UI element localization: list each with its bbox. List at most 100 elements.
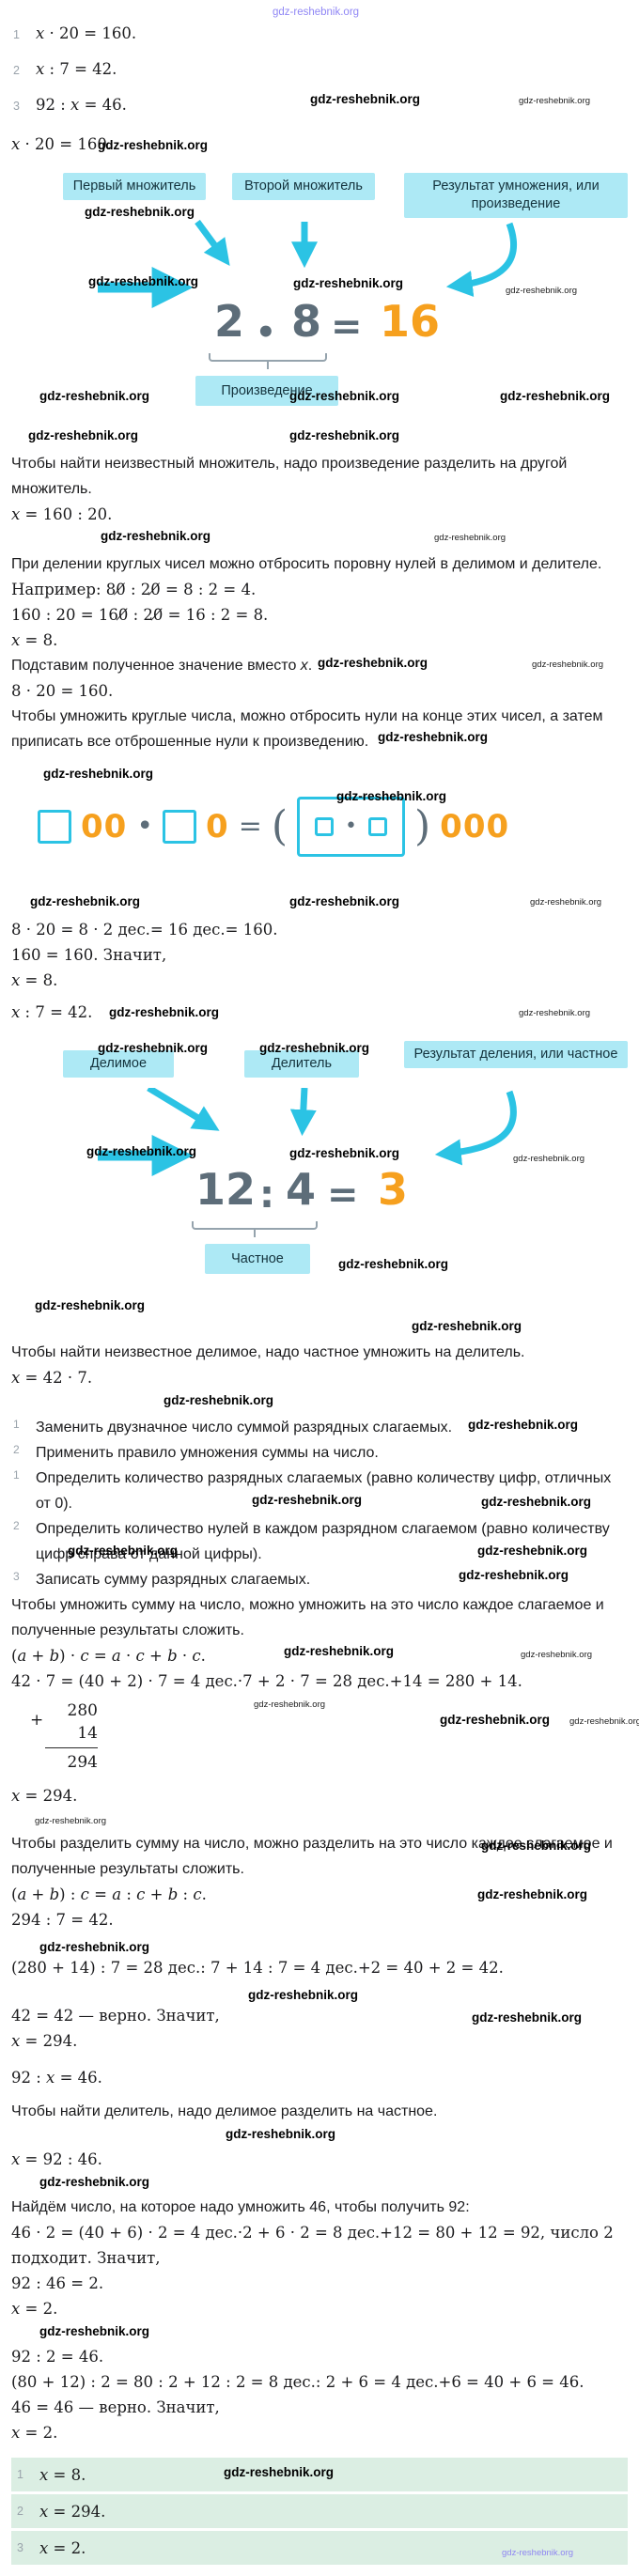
watermark: gdz-reshebnik.org [378,730,489,744]
problem3-solution: Чтобы найти делитель, надо делимое разде… [11,2099,628,2448]
answer-text: x = 8. [39,2465,86,2484]
watermark: gdz-reshebnik.org [273,7,360,18]
watermark: gdz-reshebnik.org [28,428,139,442]
placeholder-box-small [315,817,335,836]
expansion-42-7: 42 · 7 = (40 + 2) · 7 = 4 дес.·7 + 2 · 7… [11,1672,522,1690]
watermark: gdz-reshebnik.org [519,96,591,106]
watermark: gdz-reshebnik.org [530,897,602,908]
problem2-equation: x : 7 = 42. [11,1003,93,1021]
step-item: 2 Определить количество нулей в каждом р… [11,1516,628,1567]
watermark: gdz-reshebnik.org [310,92,421,106]
equals-sign: = [327,1173,359,1217]
rule-find-factor: Чтобы найти неизвестный множитель, надо … [11,456,568,497]
placeholder-box-large [38,810,71,844]
watermark: gdz-reshebnik.org [569,1716,639,1727]
watermark: gdz-reshebnik.org [289,894,400,908]
watermark: gdz-reshebnik.org [532,660,604,670]
check-expansion-280-14: (280 + 14) : 7 = 28 дес.: 7 + 14 : 7 = 4… [11,1959,504,1977]
watermark: gdz-reshebnik.org [519,1008,591,1018]
step-item: 1 Определить количество разрядных слагае… [11,1466,628,1516]
watermark: gdz-reshebnik.org [434,533,507,543]
problem1-equation: x · 20 = 160. [11,135,113,153]
arrow-down-to-first-factor [195,220,230,267]
zeros-first: 00 [81,808,128,846]
arrows-graphic [98,220,517,308]
step-number: 3 [13,1570,20,1583]
rule-round-multiplication: Чтобы умножить круглые числа, можно отбр… [11,708,603,750]
product-value: 16 [380,296,441,347]
watermark: gdz-reshebnik.org [477,1887,588,1901]
label-second-factor: Второй множитель [232,173,375,200]
watermark: gdz-reshebnik.org [289,1146,400,1160]
equation-x-8: x = 8. [11,631,58,649]
factor-a: 2 [214,296,245,347]
spacer [11,1390,628,1415]
problem2-solution: Чтобы найти неизвестное делимое, надо ча… [11,1295,639,2061]
scheme-row: 00 • 0 = ( • ) 000 [11,765,628,857]
zero-second: 0 [206,808,229,846]
arrow-down-to-divisor [289,1088,317,1137]
watermark: gdz-reshebnik.org [98,1041,209,1055]
watermark: gdz-reshebnik.org [289,428,400,442]
watermark: gdz-reshebnik.org [43,767,154,781]
watermark: gdz-reshebnik.org [30,894,141,908]
watermark: gdz-reshebnik.org [481,1495,592,1509]
problem-number: 1 [13,28,20,41]
watermark: gdz-reshebnik.org [284,1644,395,1658]
step-number: 2 [13,1519,20,1532]
addend-1: 280 [67,1701,98,1720]
watermark: gdz-reshebnik.org [39,2324,150,2338]
step-text: Применить правило умножения суммы на чис… [36,1445,379,1461]
label-first-factor: Первый множитель [63,173,206,200]
inner-multiply-dot: • [345,815,357,838]
check-294-7: 294 : 7 = 42. [11,1911,114,1929]
dividend-value: 12 [195,1164,257,1215]
arrow-down-to-dividend [147,1088,220,1131]
watermark: gdz-reshebnik.org [521,1650,593,1660]
equation-x-42-7: x = 42 · 7. [11,1369,93,1387]
watermark: gdz-reshebnik.org [39,1940,150,1954]
watermark: gdz-reshebnik.org [500,389,611,403]
find-number-note: Найдём число, на которое надо умножить 4… [11,2199,470,2215]
step-number: 2 [13,1443,20,1456]
addend-2: 14 [77,1724,98,1743]
answer-number: 1 [17,2468,23,2481]
label-quotient: Частное [205,1244,310,1274]
distributive-formula-divide: (a + b) : c = a : c + b : c. [11,1885,207,1903]
problem3-heading: 92 : x = 46. [11,2065,628,2099]
substitute-note: Подставим полученное значение вместо x. [11,658,313,674]
steps-decompose-plan: 1 Определить количество разрядных слагае… [11,1466,628,1592]
check-equal: 160 = 160. Значит, [11,946,167,964]
problem-equation: x · 20 = 160. [36,24,137,42]
equals-sign: = [331,305,363,349]
rule-round-division: При делении круглых чисел можно отбросит… [11,556,602,572]
label-product: Произведение [195,376,338,406]
answer-number: 2 [17,2505,23,2518]
watermark: gdz-reshebnik.org [318,656,429,670]
arrow-curved-to-result [445,222,517,297]
rule-multiply-sum: Чтобы умножить сумму на число, можно умн… [11,1597,604,1638]
label-dividend: Делимое [63,1050,174,1078]
step-number: 1 [13,1418,20,1431]
equation-x-160-20: x = 160 : 20. [11,505,113,523]
division-slashed-zeros: 160 : 20 = 160̸ : 20̸ = 16 : 2 = 8. [11,606,269,624]
column-addition: + 280 14 294 [30,1699,120,1774]
problem-number: 2 [13,64,20,77]
factor-b: 8 [291,296,322,347]
answer-text: x = 2. [39,2538,86,2557]
problem1-heading: x · 20 = 160. gdz-reshebnik.org [11,132,628,165]
underbrace-stem [254,1230,256,1237]
watermark: gdz-reshebnik.org [459,1568,569,1582]
step-item: 1 Заменить двузначное число суммой разря… [11,1415,628,1440]
watermark: gdz-reshebnik.org [164,1393,274,1407]
equation-x-2: x = 2. [11,2300,58,2318]
watermark: gdz-reshebnik.org [338,1257,449,1271]
watermark: gdz-reshebnik.org [101,529,211,543]
problem-equation: 92 : x = 46. [36,96,127,114]
problem1-conclusion: 8 · 20 = 8 · 2 дес.= 16 дес.= 160. 160 =… [11,892,628,996]
step-number: 1 [13,1468,20,1482]
addition-rule-line [45,1747,98,1748]
underbrace [192,1221,318,1230]
